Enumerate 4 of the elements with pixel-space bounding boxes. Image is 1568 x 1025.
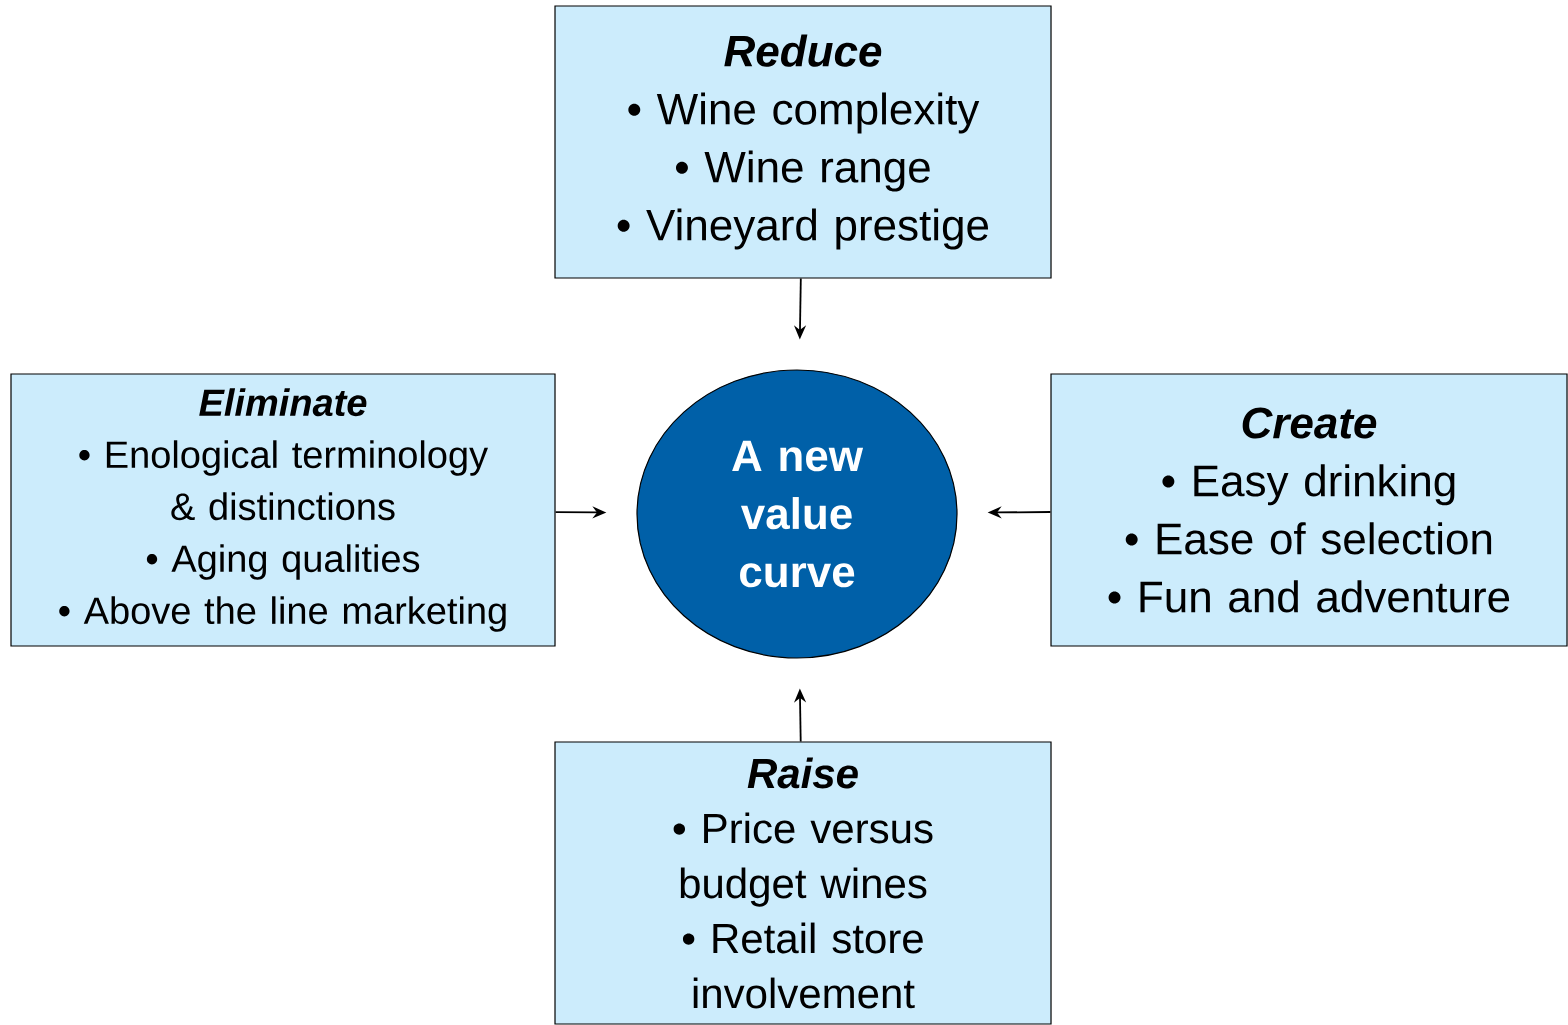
- action-box: Create • Easy drinking • Ease of selection • Fun and adventure: [1050, 373, 1568, 647]
- action-box: Eliminate • Enological terminology & distinctions • Aging qualities • Above the line marketing: [10, 373, 556, 647]
- action-box: Reduce • Wine complexity • Wine range • Vineyard prestige: [554, 5, 1052, 279]
- action-box: Raise • Price versus budget wines • Retail store involvement: [554, 741, 1052, 1025]
